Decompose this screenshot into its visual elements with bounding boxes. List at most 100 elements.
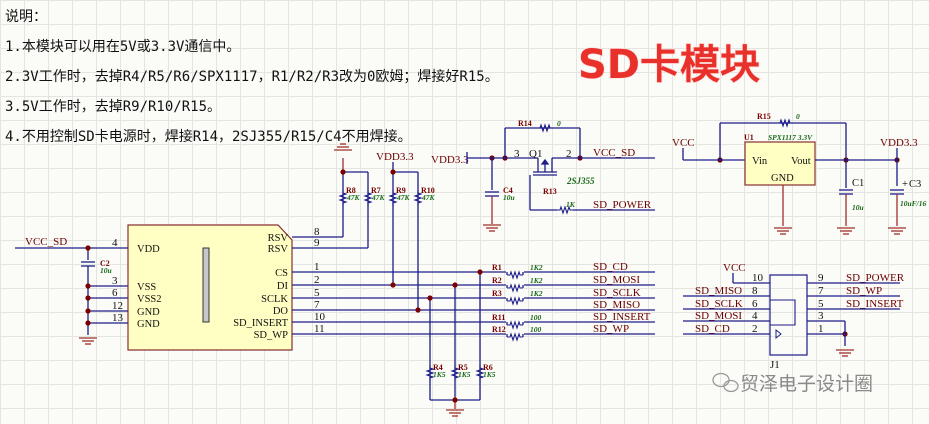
pin-number: 8 — [314, 226, 320, 238]
c3-plus: + — [902, 179, 908, 190]
note-4: 4.不用控制SD卡电源时，焊接R14，2SJ355/R15/C4不用焊接。 — [5, 129, 412, 145]
net-label: SD_MOSI — [695, 310, 742, 322]
pin-name: VSS2 — [137, 294, 162, 305]
pin-number: 4 — [112, 237, 118, 249]
junction-dot — [340, 169, 346, 175]
wechat-icon — [712, 372, 739, 393]
q1-pin-2: 2 — [566, 148, 572, 160]
u1-part: SPX1117 3.3V — [768, 133, 813, 142]
net-label: SD_MISO — [593, 299, 640, 311]
net-label: SD_WP — [593, 323, 629, 335]
r4-val: 1K5 — [433, 370, 446, 379]
pin-name: CS — [275, 268, 288, 279]
pin-number: 13 — [112, 312, 124, 324]
r14-val: 0 — [557, 119, 561, 128]
pin-name: DI — [277, 281, 289, 292]
pin-number: 9 — [818, 272, 824, 284]
pin-number: 1 — [314, 261, 320, 273]
notes-block: 说明： 1.本模块可以用在5V或3.3V通信中。 2.3V工作时，去掉R4/R5… — [5, 2, 499, 152]
q1-ref: Q1 — [529, 148, 542, 160]
ground-icon — [836, 227, 856, 235]
pin-name: RSV — [268, 233, 289, 244]
pin-number: 6 — [752, 298, 758, 310]
c3-ref: C3 — [909, 179, 921, 190]
series-val: 100 — [530, 325, 542, 334]
net-label-vdd33: VDD3.3 — [376, 151, 414, 163]
series-ref: R11 — [492, 313, 505, 322]
u1-vout: Vout — [791, 156, 811, 167]
r6-val: 1K5 — [483, 370, 496, 379]
q1-part: 2SJ355 — [566, 176, 595, 186]
pin-number: 5 — [314, 287, 320, 299]
series-ref: R3 — [492, 289, 502, 298]
c4-val: 10u — [503, 193, 515, 202]
ground-icon — [835, 349, 855, 357]
j1-ref: J1 — [770, 359, 780, 371]
r13-val: 1K — [566, 200, 576, 209]
junction-dot — [85, 320, 91, 326]
series-ref: R2 — [492, 276, 502, 285]
net-label-vcc-sd-out: VCC_SD — [593, 147, 635, 159]
net-label: SD_MOSI — [593, 274, 640, 286]
r13-ref: R13 — [543, 187, 557, 196]
watermark: 贸泽电子设计圈 — [712, 372, 873, 395]
net-label-sd-power: SD_POWER — [593, 199, 652, 211]
c2-ref: C2 — [100, 259, 110, 268]
r15-val: 0 — [796, 112, 800, 121]
net-label: SD_SCLK — [695, 298, 743, 310]
pin-name: VDD — [137, 244, 160, 255]
r6-ref: R6 — [483, 363, 493, 372]
watermark-text: 贸泽电子设计圈 — [740, 373, 873, 395]
u1-ref: U1 — [744, 133, 754, 142]
r10-ref: R10 — [421, 186, 435, 195]
r10-val: 47K — [421, 193, 436, 202]
net-label: SD_MISO — [695, 285, 742, 297]
note-3: 3.5V工作时，去掉R9/R10/R15。 — [5, 99, 222, 115]
pin-number: 4 — [752, 310, 758, 322]
note-1: 1.本模块可以用在5V或3.3V通信中。 — [5, 39, 241, 55]
pin-name: GND — [137, 319, 160, 330]
r4-ref: R4 — [433, 363, 443, 372]
junction-dot — [85, 308, 91, 314]
net-label: SD_WP — [846, 285, 882, 297]
net-label: SD_SCLK — [593, 287, 641, 299]
r7-ref: R7 — [371, 186, 381, 195]
pin-number: 3 — [112, 275, 118, 287]
junction-dot — [390, 169, 396, 175]
c1-val: 10u — [852, 203, 864, 212]
pin-name: SD_INSERT — [233, 318, 288, 329]
c3-val: 10uF/16 — [900, 199, 927, 208]
ground-icon — [887, 227, 907, 235]
net-label: SD_CD — [695, 323, 730, 335]
c2-val: 10u — [100, 266, 112, 275]
r9-val: 47K — [396, 193, 411, 202]
series-ref: R12 — [492, 325, 506, 334]
u1-body — [744, 141, 816, 186]
pin-name: DO — [273, 306, 289, 317]
ground-icon — [78, 337, 98, 345]
pin-name: RSV — [268, 244, 289, 255]
net-label: SD_INSERT — [846, 298, 904, 310]
mosfet-q1-icon — [529, 158, 557, 210]
pin-name: GND — [137, 307, 160, 318]
pin-number: 1 — [818, 323, 824, 335]
pin-name: VSS — [137, 282, 156, 293]
pin-number: 6 — [112, 287, 118, 299]
r8-ref: R8 — [346, 186, 356, 195]
c4-ref: C4 — [503, 186, 513, 195]
junction-dot — [390, 282, 396, 288]
u1-vin: Vin — [752, 156, 768, 167]
junction-dot — [427, 295, 433, 301]
pin-number: 9 — [314, 237, 320, 249]
note-2: 2.3V工作时，去掉R4/R5/R6/SPX1117，R1/R2/R3改为0欧姆… — [5, 69, 499, 85]
pin-number: 7 — [818, 285, 824, 297]
junction-dot — [85, 245, 91, 251]
series-ref: R1 — [492, 263, 502, 272]
notes-heading: 说明： — [5, 9, 47, 25]
ground-icon — [445, 409, 465, 417]
pin-number: 11 — [314, 323, 325, 335]
ground-icon — [482, 224, 502, 232]
r8-val: 47K — [346, 193, 361, 202]
